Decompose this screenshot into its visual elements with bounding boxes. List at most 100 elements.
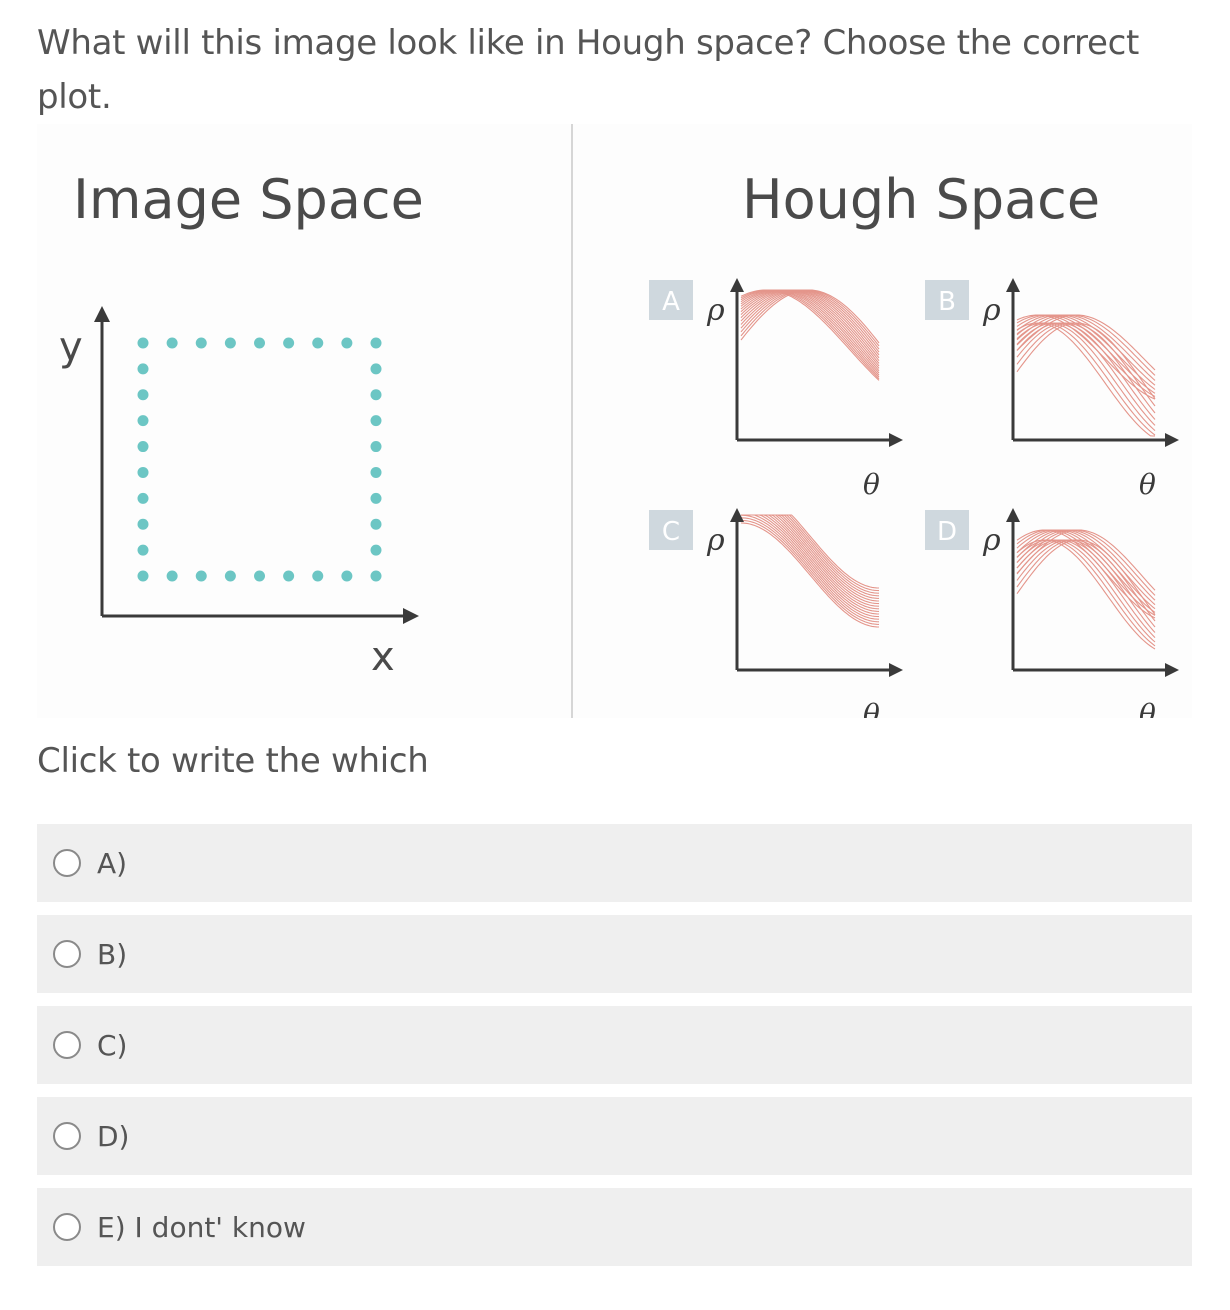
hough-curve: [1016, 539, 1156, 647]
hough-curve: [741, 514, 880, 618]
hough-curve: [1016, 322, 1156, 420]
hough-curve: [741, 514, 880, 615]
hough-curve: [740, 289, 880, 362]
hough-curve: [1016, 529, 1156, 606]
panel-badge-label: D: [937, 517, 957, 547]
hough-curve: [1016, 539, 1156, 633]
image-point: [370, 544, 382, 556]
panel-badge: [649, 280, 693, 320]
image-space-title: Image Space: [73, 168, 424, 231]
theta-label: θ: [863, 698, 880, 718]
image-point: [224, 570, 236, 582]
rho-axis-arrow: [1006, 278, 1020, 292]
panel-badge-label: C: [662, 517, 680, 547]
panel-badge-label: A: [662, 287, 680, 317]
image-point: [137, 544, 149, 556]
image-point: [137, 518, 149, 530]
hough-curves: [1016, 314, 1156, 437]
theta-axis-arrow: [1165, 433, 1179, 447]
image-point: [283, 570, 295, 582]
image-y-label: y: [59, 324, 83, 370]
image-point: [137, 389, 149, 401]
hough-curves: [740, 289, 880, 381]
hough-curve: [1016, 539, 1156, 650]
radio-icon[interactable]: [53, 1213, 81, 1241]
rho-label: ρ: [706, 523, 725, 558]
option-c[interactable]: C): [37, 1006, 1192, 1084]
hough-curve: [740, 289, 880, 344]
hough-space-title: Hough Space: [742, 168, 1100, 231]
radio-icon[interactable]: [53, 1122, 81, 1150]
image-point: [137, 466, 149, 478]
hough-curve: [740, 522, 880, 628]
option-e[interactable]: E) I dont' know: [37, 1188, 1192, 1266]
image-point: [254, 570, 265, 582]
image-point: [137, 570, 149, 582]
hough-curve: [1016, 539, 1156, 643]
image-point: [137, 363, 149, 375]
image-point: [224, 337, 236, 349]
radio-icon[interactable]: [53, 849, 81, 877]
rho-label: ρ: [706, 293, 725, 328]
hough-curve: [1016, 539, 1156, 628]
image-point: [283, 337, 295, 349]
hough-curve: [740, 289, 880, 376]
hough-curve: [741, 514, 880, 597]
theta-label: θ: [1139, 698, 1156, 718]
image-point: [341, 337, 353, 349]
hough-curves: [1016, 529, 1156, 650]
hough-curve: [740, 289, 880, 369]
hough-curve: [1016, 529, 1156, 596]
theta-axis-arrow: [889, 663, 903, 677]
theta-label: θ: [1139, 468, 1156, 501]
image-point: [195, 337, 207, 349]
hough-curve: [740, 517, 880, 623]
question-text: What will this image look like in Hough …: [37, 23, 1140, 117]
hough-curve: [1016, 539, 1156, 616]
image-point: [370, 389, 382, 401]
option-label: B): [97, 937, 128, 971]
radio-icon[interactable]: [53, 1031, 81, 1059]
option-label: D): [97, 1119, 130, 1153]
option-b[interactable]: B): [37, 915, 1192, 993]
theta-axis-arrow: [1165, 663, 1179, 677]
hough-curve: [740, 289, 880, 356]
hough-curve: [740, 289, 880, 367]
image-point: [137, 441, 149, 453]
rho-label: ρ: [982, 523, 1001, 558]
image-point: [370, 570, 382, 582]
rho-axis-arrow: [730, 508, 744, 522]
image-space-axes: [94, 306, 419, 624]
image-point: [166, 337, 178, 349]
radio-icon[interactable]: [53, 940, 81, 968]
rho-axis-arrow: [1006, 508, 1020, 522]
hough-curve: [740, 289, 880, 364]
answer-prompt: Click to write the which: [37, 741, 429, 781]
image-point: [370, 415, 382, 427]
hough-curve: [1016, 529, 1156, 610]
option-a[interactable]: A): [37, 824, 1192, 902]
hough-curve: [1016, 539, 1156, 638]
hough-curve: [1016, 322, 1156, 436]
image-point: [341, 570, 353, 582]
rho-label: ρ: [982, 293, 1001, 328]
image-point: [312, 337, 324, 349]
image-point: [370, 466, 382, 478]
hough-curve: [740, 289, 880, 372]
panel-badge: [925, 510, 969, 550]
hough-curve: [1016, 322, 1156, 400]
option-d[interactable]: D): [37, 1097, 1192, 1175]
image-point: [312, 570, 324, 582]
hough-curve: [1016, 314, 1156, 397]
hough-curve: [741, 514, 880, 612]
panel-badge: [649, 510, 693, 550]
theta-label: θ: [863, 468, 880, 501]
image-x-label: x: [371, 634, 395, 680]
hough-curve: [740, 514, 880, 620]
